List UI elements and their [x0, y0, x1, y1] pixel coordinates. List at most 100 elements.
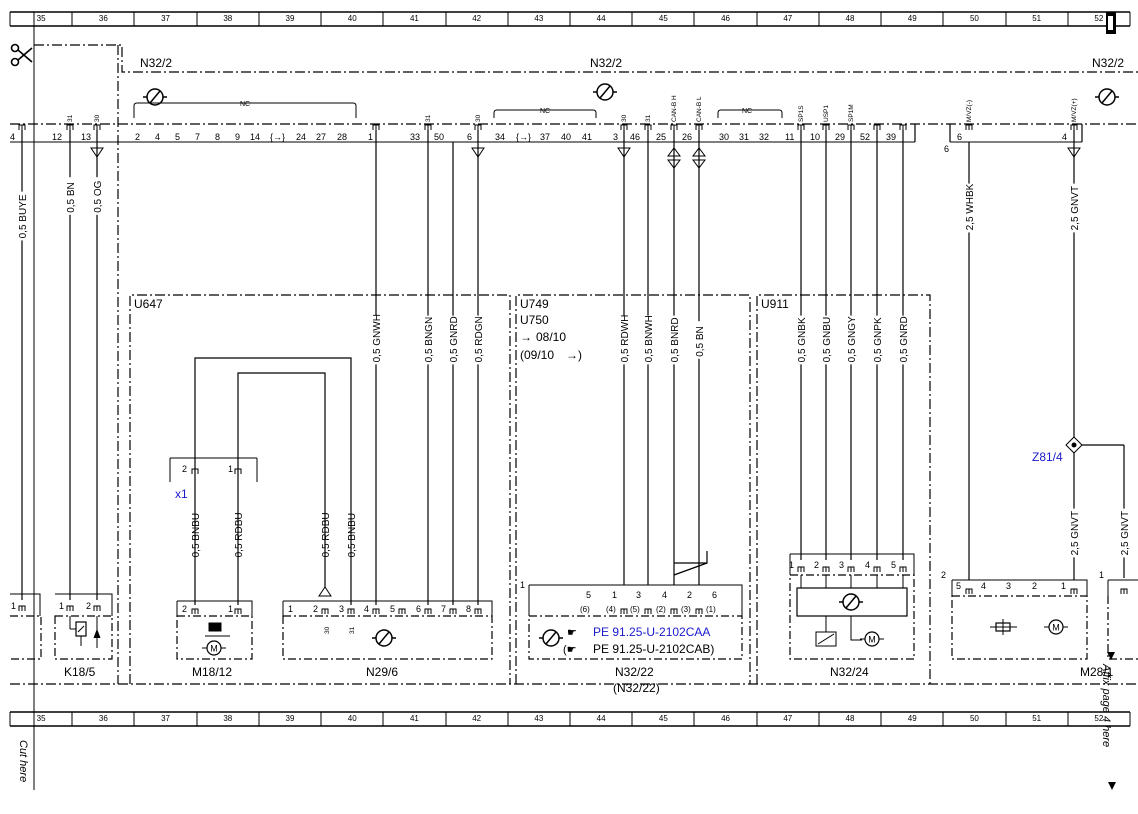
pin-terminal-30: 30 [324, 626, 331, 634]
column-number: 35 [37, 14, 46, 23]
control-unit-icon [592, 83, 618, 101]
nc-label: NC [742, 108, 752, 115]
signal-labels: 31 30 31 30 30 31 CAN-B H CAN-B L SP1S U… [67, 95, 1078, 122]
pin-number: 2 [86, 601, 91, 611]
wire-color-label: 0,5 GNPK [873, 317, 884, 362]
terminal-30-marker [318, 586, 332, 597]
u750-label: U750 [520, 313, 549, 327]
wire-color-label: 0,5 OG [93, 180, 104, 212]
wire-color-label: 0,5 GNBK [797, 317, 808, 362]
pin-glyph [321, 608, 329, 615]
pin-number: 12 [52, 132, 62, 142]
pin-number: 8 [466, 604, 471, 614]
wire-color-label: 0,5 BUYE [18, 194, 29, 238]
pin-number: 7 [195, 132, 200, 142]
pin-number: 33 [410, 132, 420, 142]
signal-30: 30 [621, 114, 628, 122]
pin-number: 2 [313, 604, 318, 614]
pin-number: 1 [612, 590, 617, 600]
column-number: 42 [472, 14, 481, 23]
pin-number: 26 [682, 132, 692, 142]
column-number: 45 [659, 714, 668, 723]
n32-24-label: N32/24 [830, 665, 869, 679]
affix-arrow-icon [1108, 782, 1116, 790]
pin-number-alt: (3) [681, 605, 691, 614]
left-edge-component [10, 593, 42, 660]
pin-number: 8 [215, 132, 220, 142]
wire-color-label: 0,5 BNRD [670, 317, 681, 362]
pin-number: 6 [712, 590, 717, 600]
column-number: 43 [534, 14, 543, 23]
n32-22-unit [528, 551, 743, 660]
wire-label-backing [1068, 508, 1080, 558]
column-number: 41 [410, 714, 419, 723]
n29-6-label: N29/6 [366, 665, 398, 679]
wire-label-backing [422, 315, 434, 365]
pin-number: 52 [860, 132, 870, 142]
pin-number: 3 [339, 604, 344, 614]
pin-number: 29 [835, 132, 845, 142]
signal-mvz-pos: M/VZ(+) [1071, 98, 1078, 122]
n32-2-left-label: N32/2 [140, 56, 172, 70]
wire-color-label: 0,5 GNRD [899, 316, 910, 362]
x1-connector: 2 1 [169, 457, 258, 482]
column-number: 39 [286, 714, 295, 723]
pin-number: 13 [81, 132, 91, 142]
column-number: 46 [721, 14, 730, 23]
pin-number: 3 [839, 560, 844, 570]
signal-31: 31 [67, 114, 74, 122]
wire-color-label: 2,5 GNVT [1070, 186, 1081, 230]
wire-label-backing [642, 315, 654, 365]
pin-glyph [899, 566, 907, 573]
column-number: 47 [783, 14, 792, 23]
pin-number: 2 [182, 604, 187, 614]
wire-color-label: 2,5 WHBK [965, 183, 976, 230]
pin-number: 1 [288, 604, 293, 614]
z81-4-label[interactable]: Z81/4 [1032, 450, 1063, 464]
ref-link-caa[interactable]: PE 91.25-U-2102CAA [593, 625, 710, 639]
nc-label: NC [540, 108, 550, 115]
column-number: 50 [970, 714, 979, 723]
ref-link-cab[interactable]: PE 91.25-U-2102CAB) [593, 642, 714, 656]
k18-5-relay [54, 593, 113, 660]
wire-label-backing [820, 315, 832, 365]
pin-number: 6 [416, 604, 421, 614]
k18-5-label: K18/5 [64, 665, 96, 679]
column-number: 45 [659, 14, 668, 23]
wire-color-label: 0,5 GNBU [822, 317, 833, 363]
column-number: 44 [597, 714, 606, 723]
pin-number: 27 [316, 132, 326, 142]
wire-color-label: 0,5 BNBU [191, 513, 202, 557]
signal-sp1m: SP1M [848, 104, 855, 122]
pin-number: 4 [662, 590, 667, 600]
pin-number: 40 [561, 132, 571, 142]
pin-number: 4 [155, 132, 160, 142]
pin-number: 30 [719, 132, 729, 142]
pin-number: 5 [390, 604, 395, 614]
column-number: 39 [286, 14, 295, 23]
top-pin-glyphs [18, 124, 1078, 131]
pin-number: 1 [368, 132, 373, 142]
pin-number: 39 [886, 132, 896, 142]
column-number: 44 [597, 14, 606, 23]
wire-label-backing [795, 315, 807, 365]
wire-label-backing [693, 321, 705, 359]
pin-number: 6 [944, 144, 949, 154]
signal-can-l: CAN-B L [696, 96, 703, 122]
pin-number: 3 [636, 590, 641, 600]
n32-24-unit [789, 553, 915, 660]
u750-from-label: 08/10 [536, 330, 566, 344]
pin-number: 1 [1061, 581, 1066, 591]
nc-label: NC [240, 101, 250, 108]
wire-color-label: 0,5 BNGN [424, 317, 435, 363]
signal-30: 30 [475, 114, 482, 122]
pin-number: 25 [656, 132, 666, 142]
pin-number: 5 [586, 590, 591, 600]
x1-label[interactable]: x1 [175, 487, 188, 501]
signal-usp1: USP1 [823, 105, 830, 122]
pin-glyph [620, 608, 628, 615]
wire-label-backing [668, 315, 680, 365]
